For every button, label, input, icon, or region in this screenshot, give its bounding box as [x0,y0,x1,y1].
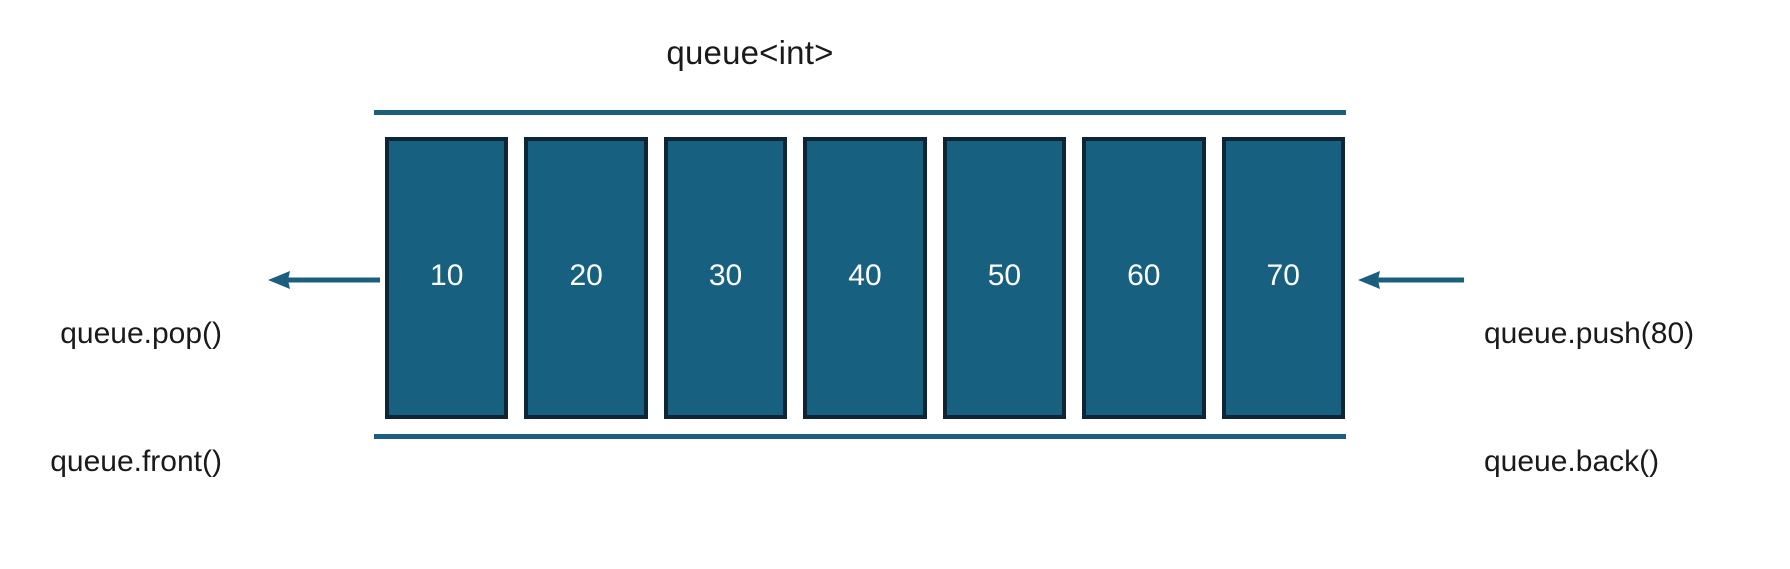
label-queue-back: queue.back() [1484,444,1660,478]
queue-boxes-container: 10 20 30 40 50 60 70 [385,137,1345,419]
label-queue-push: queue.push(80) [1484,317,1695,351]
left-operations-label: queue.pop() queue.front() [0,228,222,569]
queue-box: 10 [385,137,509,419]
label-queue-pop: queue.pop() [60,317,222,351]
queue-box: 30 [663,137,788,419]
queue-diagram: queue<int> 10 20 30 40 50 60 70 [50,34,1694,478]
queue-box-value: 40 [848,259,882,292]
queue-box-value: 50 [987,259,1022,292]
queue-rail-bottom [374,434,1346,439]
queue-box-value: 10 [430,259,464,292]
arrow-left-icon [268,268,380,292]
queue-box-value: 60 [1127,259,1161,292]
diagram-title: queue<int> [666,34,834,71]
queue-rail-top [374,110,1346,115]
queue-box: 60 [1082,137,1206,419]
queue-box-value: 70 [1266,259,1300,292]
queue-box-value: 30 [708,259,743,292]
queue-box: 50 [942,137,1067,419]
queue-box: 40 [803,137,927,419]
queue-box: 70 [1221,137,1345,419]
right-operations-label: queue.push(80) queue.back() [1484,228,1790,569]
arrow-right-icon [1358,268,1470,292]
label-queue-front: queue.front() [50,444,222,478]
queue-box: 20 [524,137,648,419]
queue-box-value: 20 [569,259,603,292]
